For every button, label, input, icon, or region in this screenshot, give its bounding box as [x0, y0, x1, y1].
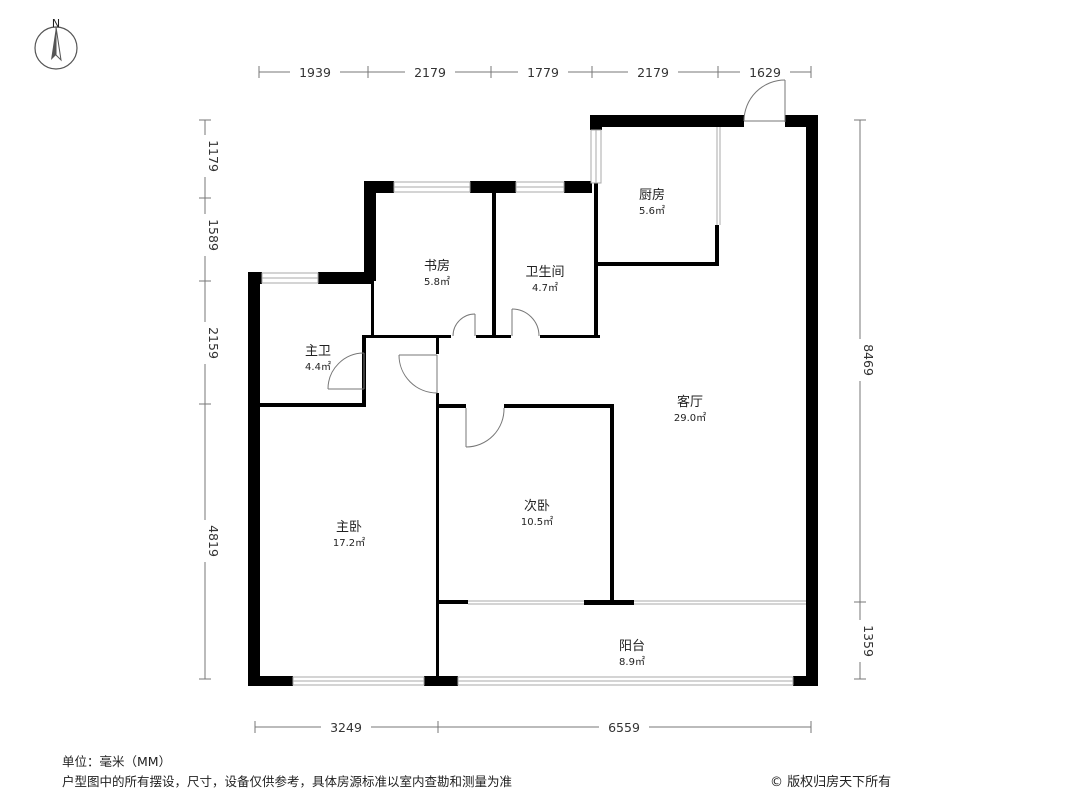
copyright-note: © 版权归房天下所有 [770, 775, 892, 790]
dim-top-3: 1779 [527, 65, 559, 80]
right-dimension-line: 8469 1359 [851, 119, 876, 680]
room-bathroom-name: 卫生间 [525, 265, 564, 280]
walls [248, 115, 818, 686]
room-bathroom-area: 4.7㎡ [532, 282, 558, 294]
room-master-bedroom-area: 17.2㎡ [333, 537, 365, 549]
room-living-room-area: 29.0㎡ [674, 412, 706, 424]
dim-top-1: 1939 [299, 65, 331, 80]
room-master-bedroom-name: 主卧 [336, 520, 362, 535]
room-kitchen-area: 5.6㎡ [639, 205, 665, 217]
bathroom-door-icon [511, 308, 540, 337]
room-master-bath-name: 主卫 [305, 344, 331, 359]
room-living-room-name: 客厅 [677, 394, 703, 410]
left-dimension-line: 1179 1589 2159 4819 [196, 119, 221, 680]
dim-left-4: 4819 [206, 525, 221, 557]
dim-top-2: 2179 [414, 65, 446, 80]
room-master-bath-area: 4.4㎡ [305, 361, 331, 373]
dim-bottom-1: 3249 [330, 720, 362, 735]
study-door-icon [452, 313, 476, 337]
room-second-bedroom-name: 次卧 [524, 498, 550, 514]
unit-note: 单位：毫米（MM） [62, 754, 172, 769]
windows [261, 127, 806, 686]
dim-bottom-2: 6559 [608, 720, 640, 735]
room-second-bedroom-area: 10.5㎡ [521, 516, 553, 528]
second-bedroom-door-icon [465, 407, 505, 448]
room-study-name: 书房 [424, 258, 450, 274]
room-labels: 厨房 5.6㎡ 书房 5.8㎡ 卫生间 4.7㎡ 主卫 4.4㎡ 客厅 29.0… [305, 187, 706, 668]
dim-left-2: 1589 [206, 219, 221, 251]
entry-door-icon [743, 79, 786, 122]
room-balcony-name: 阳台 [619, 639, 645, 654]
north-compass-icon: N [34, 17, 78, 70]
top-dimension-line: 1939 2179 1779 2179 1629 [258, 64, 812, 80]
room-study-area: 5.8㎡ [424, 276, 450, 288]
dim-left-3: 2159 [206, 327, 221, 359]
dim-right-2: 1359 [861, 625, 876, 657]
compass-label: N [52, 17, 60, 30]
room-balcony-area: 8.9㎡ [619, 656, 645, 668]
dim-top-4: 2179 [637, 65, 669, 80]
master-bedroom-door-icon [398, 354, 438, 394]
dim-left-1: 1179 [206, 140, 221, 172]
bottom-dimension-line: 3249 6559 [254, 719, 812, 735]
dim-top-5: 1629 [749, 65, 781, 80]
dim-right-1: 8469 [861, 344, 876, 376]
doors [327, 79, 786, 448]
master-bath-door-icon [327, 352, 365, 390]
room-kitchen-name: 厨房 [639, 187, 665, 203]
disclaimer-note: 户型图中的所有摆设，尺寸，设备仅供参考，具体房源标准以室内查勘和测量为准 [62, 774, 513, 789]
